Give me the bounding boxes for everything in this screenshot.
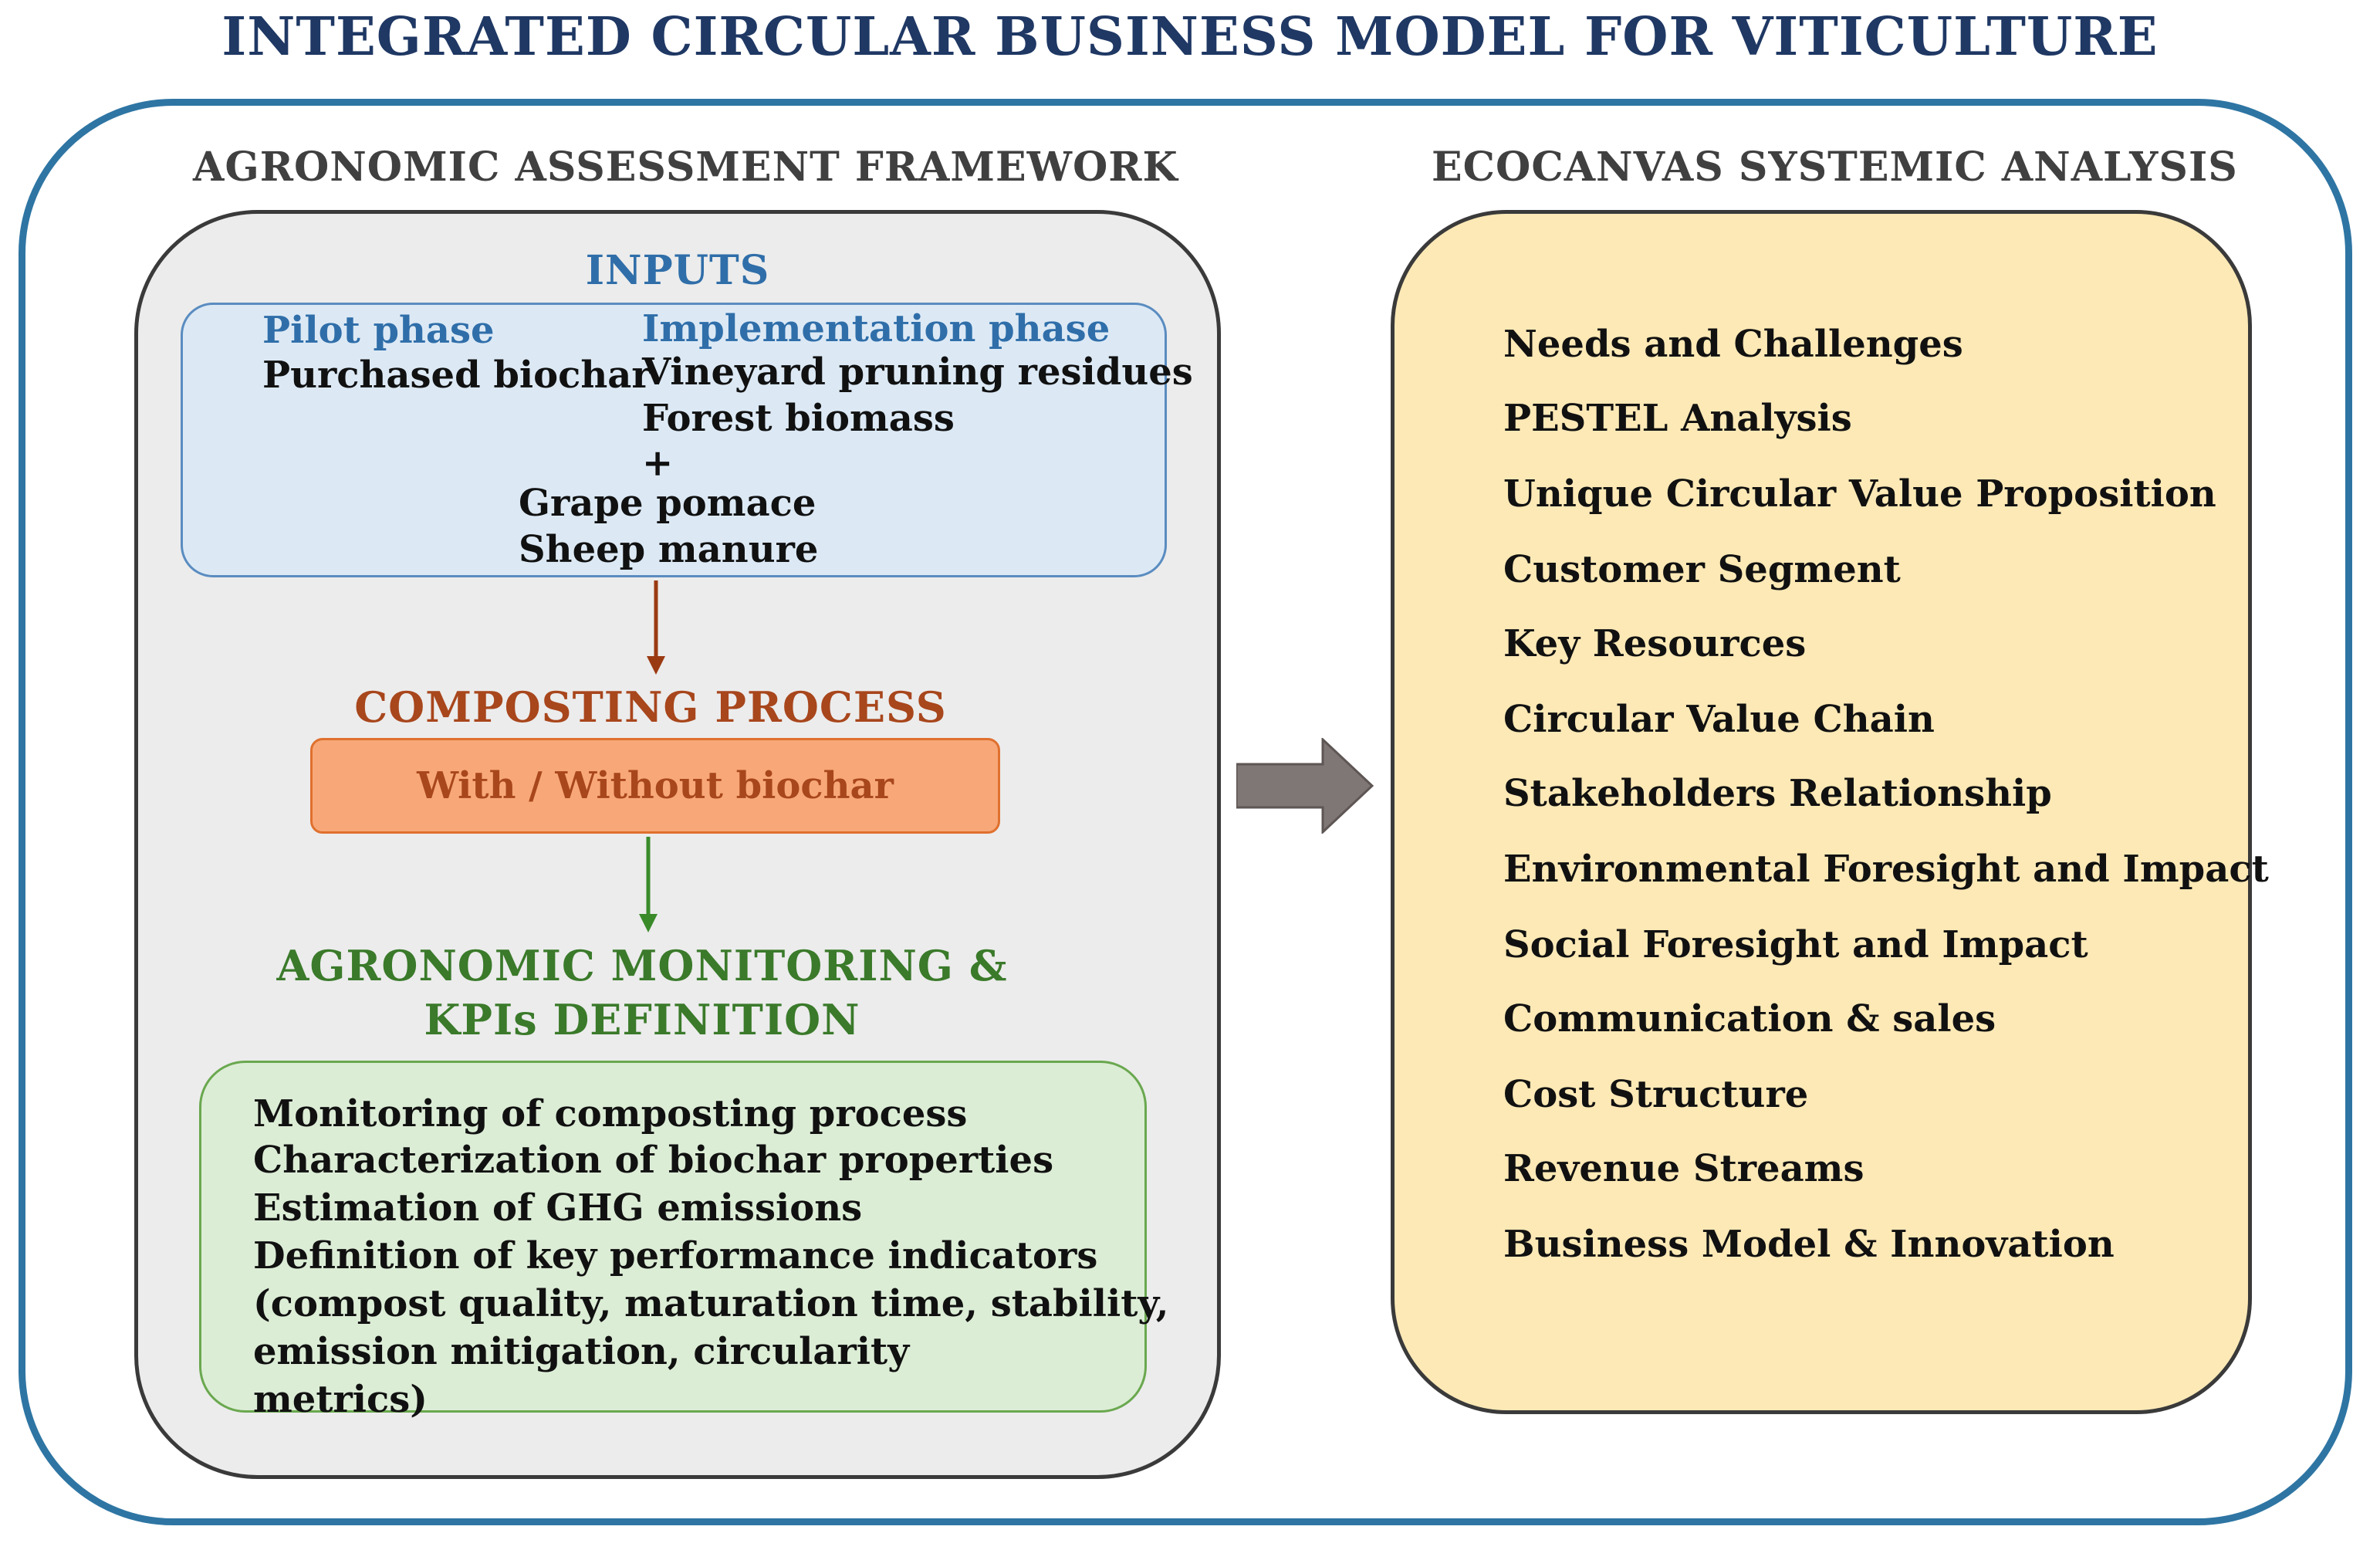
- implementation-item: Vineyard pruning residues: [642, 350, 1193, 394]
- ecocanvas-item: Environmental Foresight and Impact: [1503, 848, 2269, 891]
- implementation-item: Forest biomass: [642, 397, 955, 440]
- implementation-phase-label: Implementation phase: [642, 307, 1111, 350]
- ecocanvas-panel: [1391, 210, 2252, 1414]
- monitoring-heading-line2: KPIs DEFINITION: [424, 995, 860, 1044]
- arrow-down-icon: [639, 837, 658, 932]
- ecocanvas-item: PESTEL Analysis: [1503, 397, 1852, 440]
- plus-sign: +: [642, 442, 674, 485]
- monitoring-item: Estimation of GHG emissions: [253, 1186, 863, 1230]
- right-arrow-icon: [1236, 738, 1374, 834]
- ecocanvas-item: Cost Structure: [1503, 1073, 1809, 1116]
- inputs-heading: INPUTS: [585, 247, 770, 294]
- ecocanvas-item: Customer Segment: [1503, 548, 1901, 591]
- common-input-item: Grape pomace: [519, 482, 816, 525]
- ecocanvas-item: Key Resources: [1503, 622, 1807, 665]
- left-section-heading: AGRONOMIC ASSESSMENT FRAMEWORK: [193, 144, 1178, 191]
- ecocanvas-item: Stakeholders Relationship: [1503, 772, 2052, 815]
- ecocanvas-item: Social Foresight and Impact: [1503, 923, 2088, 966]
- ecocanvas-item: Unique Circular Value Proposition: [1503, 472, 2216, 516]
- diagram-title: INTEGRATED CIRCULAR BUSINESS MODEL FOR V…: [221, 6, 2159, 68]
- monitoring-item: Monitoring of composting process: [253, 1092, 968, 1135]
- ecocanvas-item: Circular Value Chain: [1503, 698, 1935, 741]
- ecocanvas-item: Business Model & Innovation: [1503, 1223, 2115, 1266]
- monitoring-heading: AGRONOMIC MONITORING & KPIs DEFINITION: [134, 939, 1150, 1047]
- pilot-item: Purchased biochar: [262, 354, 651, 397]
- ecocanvas-item: Revenue Streams: [1503, 1147, 1864, 1190]
- composting-box: With / Without biochar: [310, 738, 1000, 834]
- arrow-down-icon: [647, 580, 665, 675]
- monitoring-box: [199, 1061, 1147, 1413]
- monitoring-heading-line1: AGRONOMIC MONITORING &: [276, 941, 1008, 990]
- ecocanvas-item: Communication & sales: [1503, 997, 1996, 1041]
- right-section-heading: ECOCANVAS SYSTEMIC ANALYSIS: [1432, 144, 2238, 191]
- inputs-box: [181, 303, 1167, 577]
- common-input-item: Sheep manure: [519, 528, 819, 571]
- monitoring-item: (compost quality, maturation time, stabi…: [253, 1282, 1169, 1325]
- composting-heading: COMPOSTING PROCESS: [354, 682, 947, 732]
- ecocanvas-item: Needs and Challenges: [1503, 323, 1963, 366]
- pilot-phase-label: Pilot phase: [262, 309, 495, 352]
- monitoring-item: emission mitigation, circularity metrics…: [253, 1330, 910, 1421]
- monitoring-item: Characterization of biochar properties: [253, 1139, 1054, 1182]
- outer-frame: [19, 99, 2352, 1525]
- monitoring-item: Definition of key performance indicators: [253, 1234, 1098, 1278]
